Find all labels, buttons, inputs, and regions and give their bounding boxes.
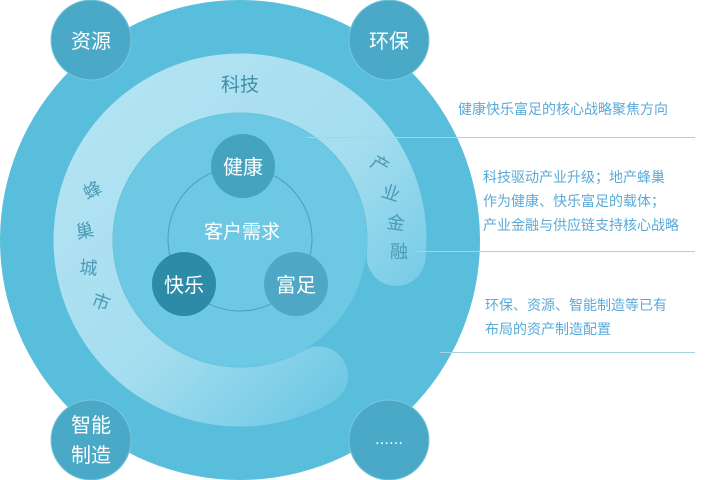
ring-char: 融 <box>390 242 408 263</box>
need-health: 健康 <box>211 134 275 198</box>
corner-smart-manufacturing: 智能 制造 <box>50 399 132 480</box>
need-wealth: 富足 <box>264 252 328 316</box>
ring-char: 业 <box>379 181 403 207</box>
need-health-label: 健康 <box>223 155 263 179</box>
note-drivers: 科技驱动产业升级；地产蜂巢 作为健康、快乐富足的载体； 产业金融与供应链支持核心… <box>483 166 679 238</box>
note-line: 作为健康、快乐富足的载体； <box>483 194 665 210</box>
corner-more: …… <box>348 399 430 480</box>
corner-smart-label-1: 智能 <box>71 413 111 437</box>
corner-resources: 资源 <box>50 0 132 81</box>
corner-more-label: …… <box>375 432 403 448</box>
corner-resources-label: 资源 <box>71 29 111 53</box>
note-line: 布局的资产制造配置 <box>485 322 611 338</box>
ring-band <box>53 53 427 427</box>
ring-char: 城 <box>79 257 99 279</box>
corner-smart-label-2: 制造 <box>71 443 111 467</box>
need-wealth-label: 富足 <box>276 273 316 297</box>
note-line: 健康快乐富足的核心战略聚焦方向 <box>458 102 668 118</box>
ring-label-tech: 科技 <box>221 74 259 96</box>
corner-environment: 环保 <box>348 0 430 81</box>
note-line: 产业金融与供应链支持核心战略 <box>483 218 679 234</box>
corner-environment-label: 环保 <box>369 29 409 53</box>
need-happiness: 快乐 <box>152 252 216 316</box>
note-core-strategy: 健康快乐富足的核心战略聚焦方向 <box>458 98 668 122</box>
ring-char: 金 <box>385 212 406 235</box>
note-line: 环保、资源、智能制造等已有 <box>485 298 667 314</box>
note-assets: 环保、资源、智能制造等已有 布局的资产制造配置 <box>485 294 667 342</box>
note-line: 科技驱动产业升级；地产蜂巢 <box>483 170 665 186</box>
need-happiness-label: 快乐 <box>164 273 204 297</box>
center-title: 客户需求 <box>204 221 280 243</box>
ring-char: 巢 <box>74 219 96 243</box>
